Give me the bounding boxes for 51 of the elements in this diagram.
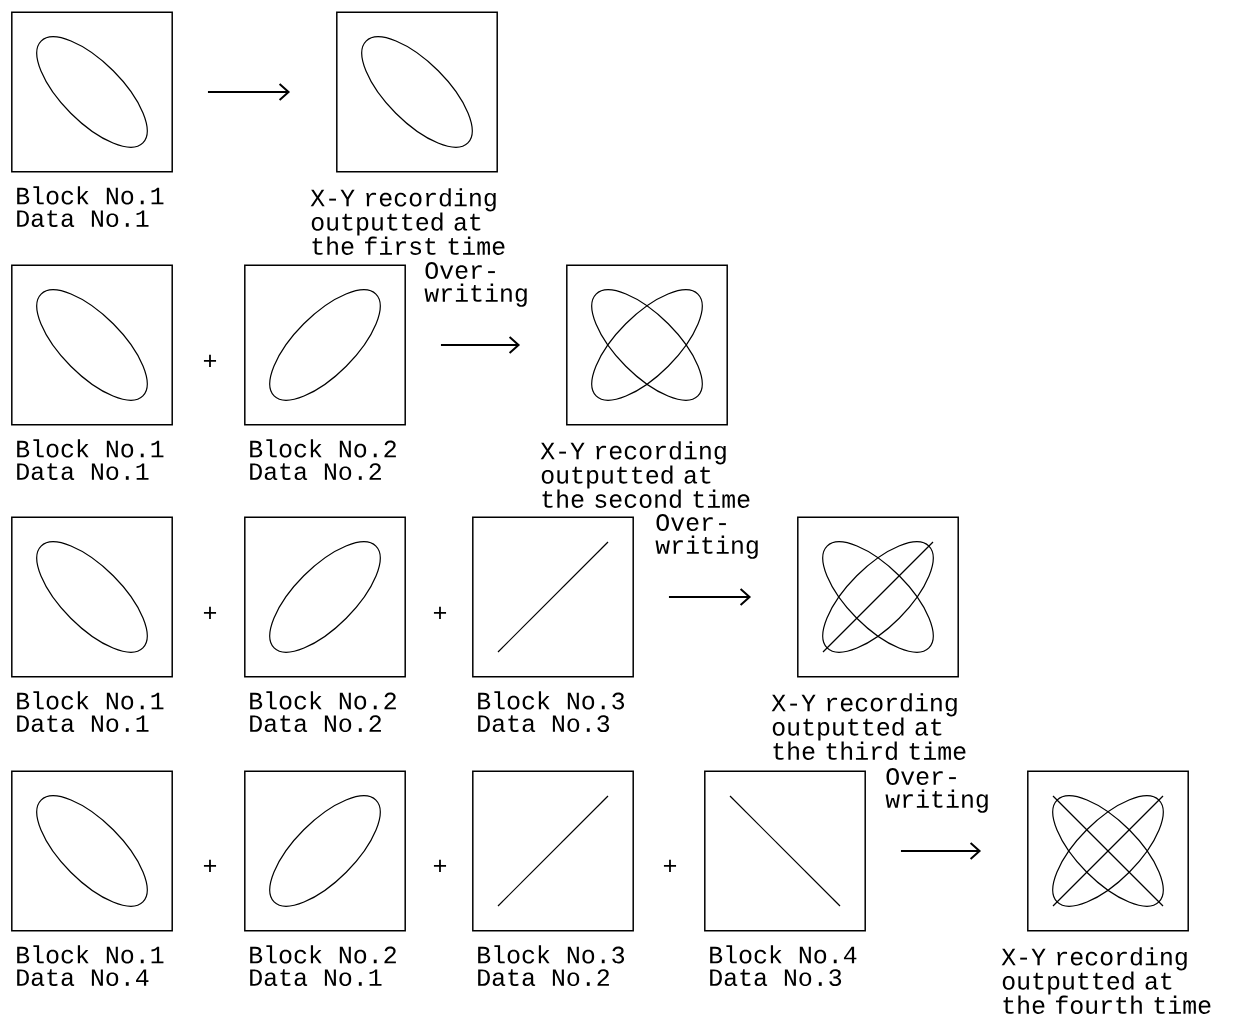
plot-box (244, 770, 406, 932)
plot-box (472, 516, 634, 678)
plot-box (11, 264, 173, 426)
node-label: X-Y recording outputted at the first time (310, 188, 505, 255)
plus-sign: + (663, 859, 677, 872)
edge-label: Over-writing (424, 262, 527, 307)
plot-box (797, 516, 959, 678)
node-label: Data No.2 (478, 969, 609, 987)
plot-box (704, 770, 866, 932)
node-label: Block No.1 (17, 945, 164, 964)
node-label: Data No.1 (17, 463, 149, 481)
node-label: X-Y recording outputted at the third time (771, 693, 966, 760)
node-label: Data No.1 (17, 210, 149, 228)
plot-box (244, 516, 406, 678)
node-label: Block No.1 (17, 439, 164, 458)
plus-sign: + (203, 859, 217, 872)
plot-box (336, 11, 498, 173)
node-label: X-Y recording outputted at the second time (540, 441, 750, 508)
node-label: Block No.4 (710, 945, 857, 964)
node-label: Data No.2 (250, 715, 381, 733)
arrow (206, 83, 291, 101)
arrow (899, 842, 982, 860)
node-label: Block No.2 (250, 439, 396, 458)
edge-label: Over-writing (885, 768, 988, 813)
plus-sign: + (433, 859, 447, 872)
node-label: Block No.3 (478, 945, 625, 964)
plus-sign: + (203, 354, 217, 367)
node-label: Data No.3 (478, 715, 610, 733)
node-label: Data No.4 (17, 969, 149, 987)
node-label: Data No.1 (250, 969, 382, 987)
plot-box (1027, 770, 1189, 932)
node-label: Block No.3 (478, 691, 625, 710)
node-label: Block No.2 (250, 945, 396, 964)
node-label: Block No.2 (250, 691, 396, 710)
node-label: Block No.1 (17, 691, 164, 710)
plot-box (11, 11, 173, 173)
plot-box (566, 264, 728, 426)
plus-sign: + (203, 606, 217, 619)
plus-sign: + (433, 606, 447, 619)
node-label: X-Y recording outputted at the fourth time (1001, 947, 1211, 1014)
node-label: Data No.2 (250, 463, 381, 481)
node-label: Block No.1 (17, 186, 164, 205)
node-label: Data No.1 (17, 715, 149, 733)
node-label: Data No.3 (710, 969, 842, 987)
plot-box (244, 264, 406, 426)
arrow (439, 336, 521, 354)
plot-box (11, 770, 173, 932)
arrow (667, 588, 752, 606)
plot-box (472, 770, 634, 932)
plot-box (11, 516, 173, 678)
edge-label: Over-writing (655, 514, 758, 559)
